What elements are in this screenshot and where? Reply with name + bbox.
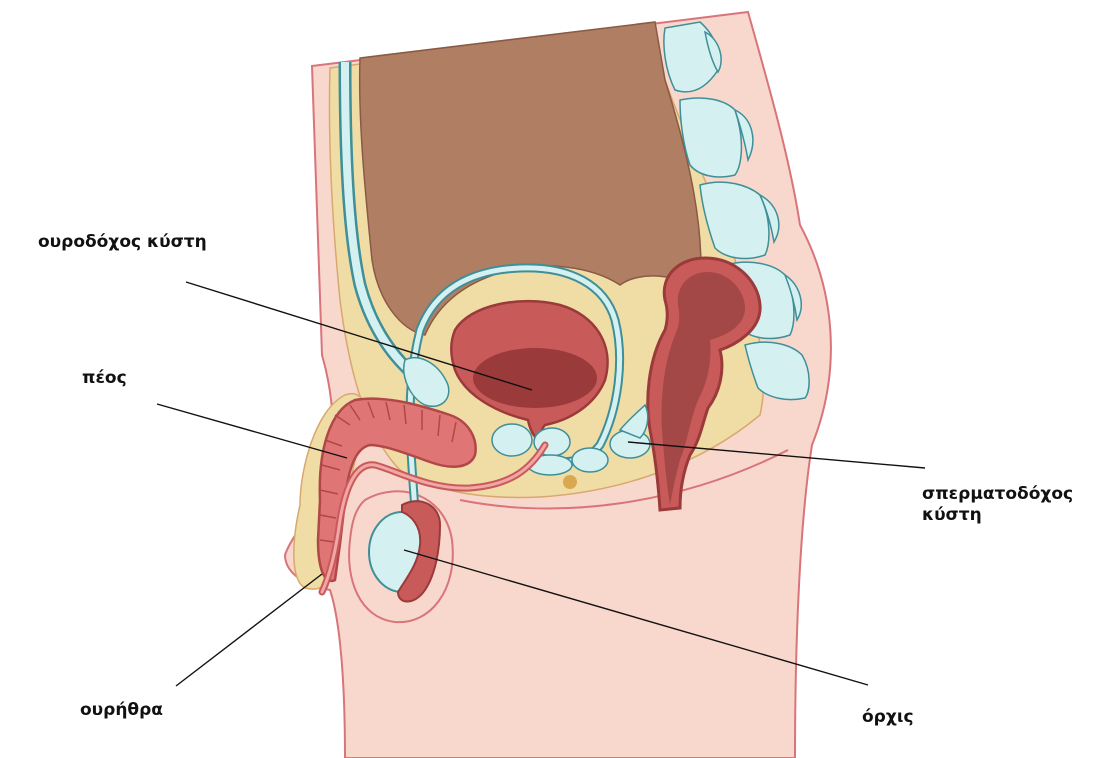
label-seminal-vesicle: σπερματοδόχος κύστη	[922, 484, 1073, 526]
label-urethra: ουρήθρα	[80, 700, 163, 721]
label-urinary-bladder: ουροδόχος κύστη	[38, 232, 207, 253]
label-seminal-vesicle-line2: κύστη	[922, 505, 1073, 526]
prostate-dot	[563, 475, 577, 489]
label-penis: πέος	[82, 368, 127, 389]
leader-urethra	[176, 574, 322, 686]
label-testis: όρχις	[862, 707, 914, 728]
label-seminal-vesicle-line1: σπερματοδόχος	[922, 484, 1073, 505]
